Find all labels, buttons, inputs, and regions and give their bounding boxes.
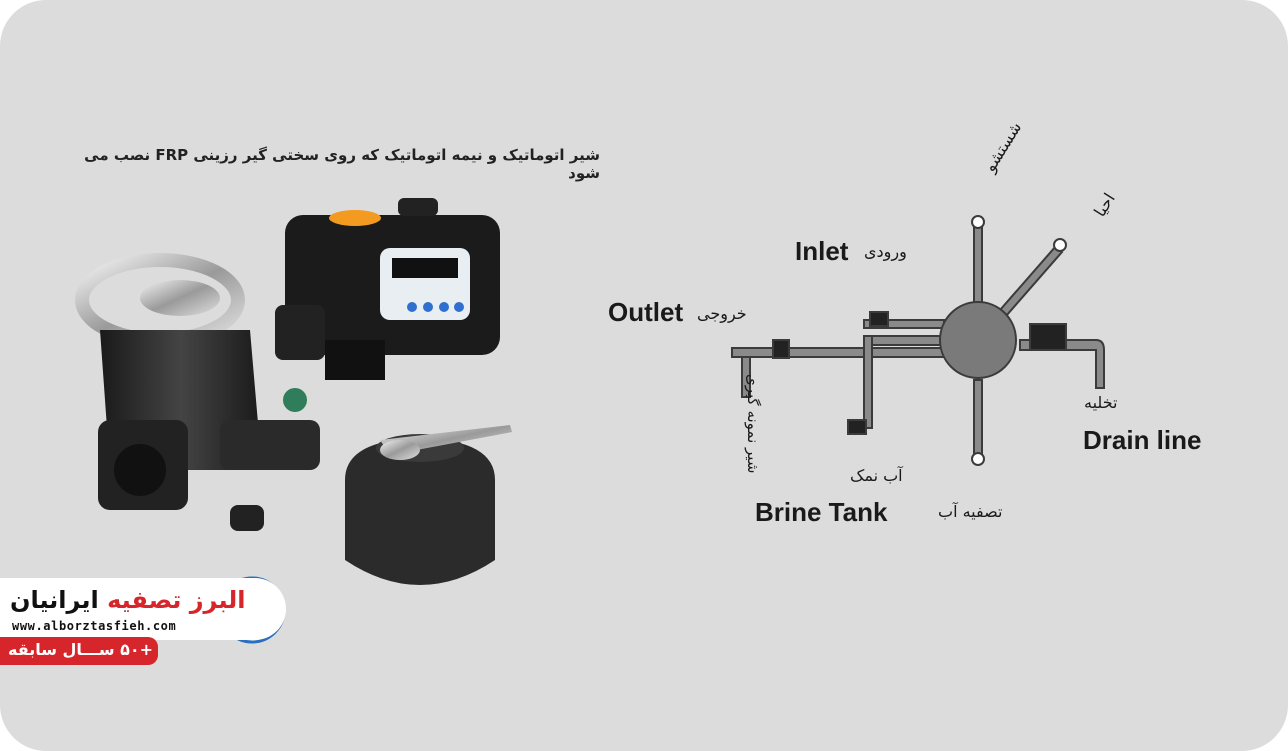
drain-label-en: Drain line <box>1083 425 1202 455</box>
inlet-label-en: Inlet <box>795 236 849 266</box>
drain-label-fa: تخلیه <box>1084 393 1118 412</box>
logo-panel <box>0 578 286 640</box>
automatic-valve <box>275 198 500 380</box>
logo-url: www.alborztasfieh.com <box>12 619 177 633</box>
experience-badge-text: +۵۰ ســـال سابقه <box>8 640 154 659</box>
brine-label-fa: آب نمک <box>850 466 903 485</box>
manual-valve-left <box>75 253 320 531</box>
treated-water-label: تصفیه آب <box>938 502 1003 521</box>
flow-diagram <box>731 221 1105 461</box>
experience-badge <box>0 637 158 665</box>
sample-valve-label: شیر نمونه گیری <box>744 374 762 474</box>
brine-label-en: Brine Tank <box>755 497 888 527</box>
logo-brand-part2: تصفیه <box>107 586 182 614</box>
outlet-label-en: Outlet <box>608 297 684 327</box>
page-caption: شیر اتوماتیک و نیمه اتوماتیک که روی سختی… <box>84 146 600 182</box>
diagram-endpoints <box>971 215 1067 466</box>
logo-brand: البرز تصفیه ایرانیان <box>10 586 246 614</box>
outlet-label-fa: خروجی <box>697 304 747 323</box>
manual-valve-right <box>345 425 512 585</box>
logo-brand-part1: البرز <box>189 586 246 614</box>
logo-brand-part3: ایرانیان <box>10 586 99 614</box>
inlet-label-fa: ورودی <box>864 242 907 261</box>
